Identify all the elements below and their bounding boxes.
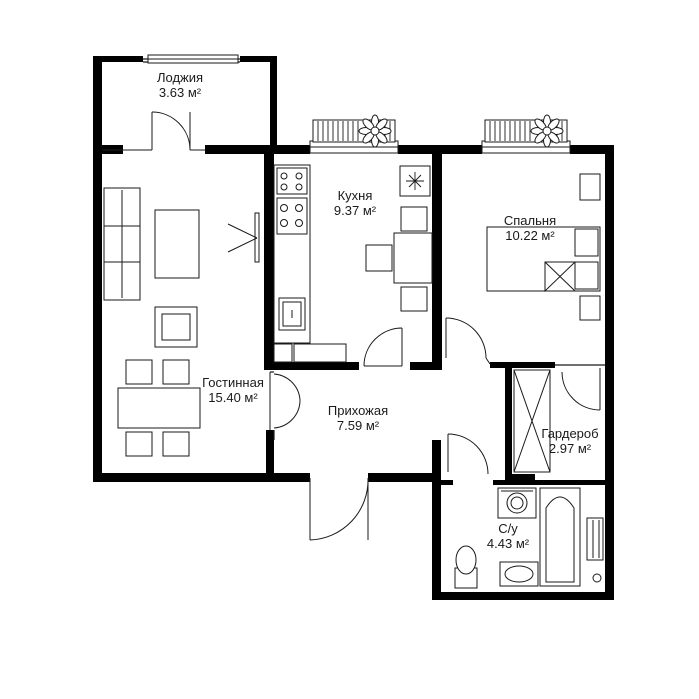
room-area: 2.97 м² bbox=[548, 441, 592, 456]
room-area: 15.40 м² bbox=[208, 390, 258, 405]
room-label-wardrobe: Гардероб 2.97 м² bbox=[520, 426, 620, 456]
room-area: 7.59 м² bbox=[336, 418, 380, 433]
kitchen-furniture bbox=[273, 164, 433, 363]
room-area: 9.37 м² bbox=[333, 203, 377, 218]
flower-icon bbox=[530, 114, 564, 148]
window-loggia bbox=[147, 54, 239, 64]
room-name: Лоджия bbox=[156, 70, 204, 85]
room-label-hallway: Прихожая 7.59 м² bbox=[308, 403, 408, 433]
room-name: Прихожая bbox=[327, 403, 389, 418]
room-label-bathroom: С/у 4.43 м² bbox=[458, 521, 558, 551]
room-label-bedroom: Спальня 10.22 м² bbox=[480, 213, 580, 243]
room-label-living: Гостинная 15.40 м² bbox=[183, 375, 283, 405]
room-name: Спальня bbox=[503, 213, 557, 228]
room-area: 3.63 м² bbox=[158, 85, 202, 100]
room-area: 4.43 м² bbox=[486, 536, 530, 551]
room-label-loggia: Лоджия 3.63 м² bbox=[130, 70, 230, 100]
doors bbox=[123, 111, 601, 541]
room-name: С/у bbox=[498, 521, 518, 536]
room-name: Гостинная bbox=[202, 375, 264, 390]
bedroom-furniture bbox=[486, 173, 601, 321]
bathroom-fixtures bbox=[454, 487, 604, 589]
wardrobe-rack bbox=[513, 369, 551, 473]
room-name: Кухня bbox=[337, 188, 373, 203]
room-label-kitchen: Кухня 9.37 м² bbox=[305, 188, 405, 218]
room-area: 10.22 м² bbox=[505, 228, 555, 243]
flower-icon bbox=[358, 114, 392, 148]
room-name: Гардероб bbox=[541, 426, 599, 441]
living-room-furniture bbox=[103, 187, 260, 457]
